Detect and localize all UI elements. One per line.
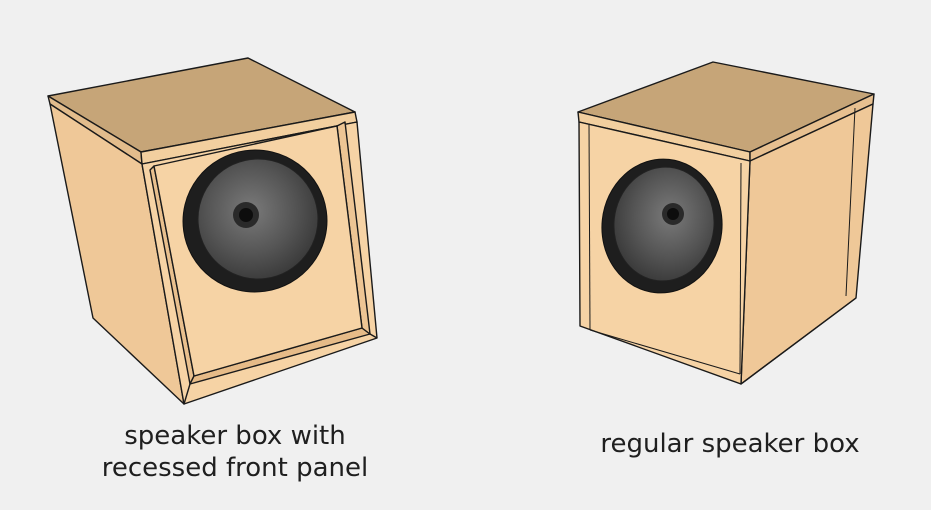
recessed-caption-line-2: recessed front panel [101, 453, 369, 483]
regular-box-caption: regular speaker box [560, 428, 900, 460]
driver-cone [613, 166, 715, 282]
regular-box-driver [601, 158, 723, 294]
driver-dustcap [239, 208, 253, 222]
recessed-box-caption: speaker box with recessed front panel [60, 420, 410, 484]
driver-dustcap [667, 208, 679, 220]
regular-caption-line-1: regular speaker box [600, 429, 860, 459]
recessed-caption-line-1: speaker box with [124, 421, 346, 451]
recessed-box-driver [182, 149, 328, 293]
